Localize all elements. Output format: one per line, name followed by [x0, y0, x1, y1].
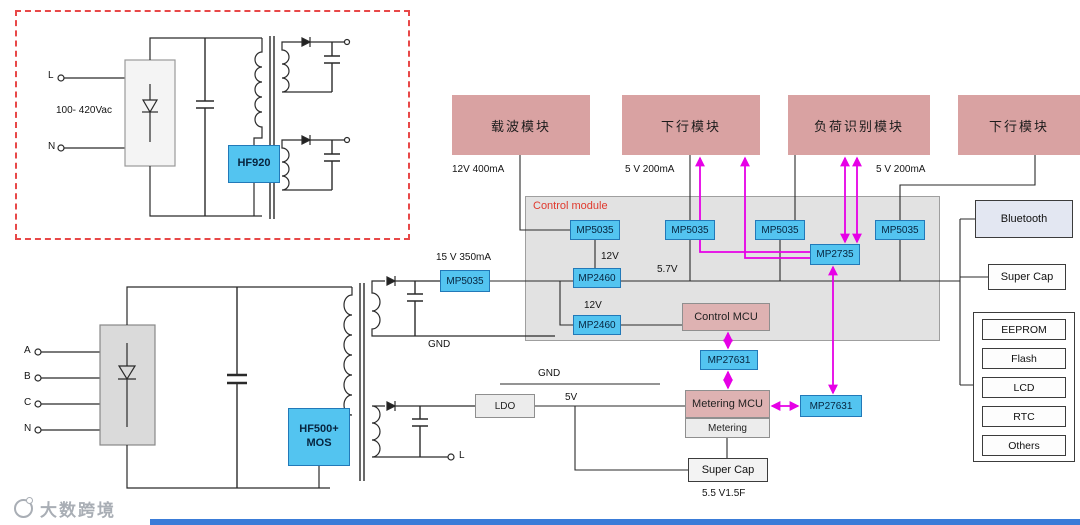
gnd-top-label: GND	[428, 339, 451, 350]
output-l-label: L	[459, 450, 465, 461]
rectifier-bridge-2	[99, 324, 156, 446]
ldo-block: LDO	[475, 394, 535, 418]
hf500-mos-chip: HF500+ MOS	[288, 408, 350, 466]
capacitor-icon	[407, 281, 423, 336]
downlink2-power-label: 5 V 200mA	[876, 164, 926, 175]
mp2460-chip-1: MP2460	[573, 268, 621, 288]
supercap-right: Super Cap	[988, 264, 1066, 290]
v12-lower-label: 12V	[584, 300, 602, 311]
supercap-rating-label: 5.5 V1.5F	[702, 488, 746, 499]
mp2460-chip-2: MP2460	[573, 315, 621, 335]
hf500-line1: HF500+	[299, 423, 339, 436]
mp5035-chip-2: MP5035	[665, 220, 715, 240]
mp2735-chip: MP2735	[810, 244, 860, 265]
downlink1-power-label: 5 V 200mA	[625, 164, 675, 175]
watermark-logo-icon	[14, 497, 33, 518]
watermark: 大数跨境	[14, 496, 116, 521]
peripheral-others: Others	[982, 435, 1066, 456]
phase-a-label: A	[24, 345, 31, 356]
v5-7-label: 5.7V	[657, 264, 678, 275]
mp5035-chip-1: MP5035	[570, 220, 620, 240]
transformer-2	[343, 280, 555, 481]
capacitor-icon	[227, 287, 247, 488]
terminal-n-label: N	[48, 141, 56, 152]
module-downlink-2: 下行模块	[958, 95, 1080, 155]
mp27631-chip-1: MP27631	[700, 350, 758, 370]
diode-icon	[386, 276, 397, 286]
control-mcu: Control MCU	[682, 303, 770, 331]
control-module-title: Control module	[533, 200, 608, 212]
diode-icon	[386, 401, 397, 411]
v5-label: 5V	[565, 392, 578, 403]
module-downlink-1: 下行模块	[622, 95, 760, 155]
gnd-bottom-label: GND	[538, 368, 561, 379]
hf500-line2: MOS	[306, 437, 332, 449]
phase-b-label: B	[24, 371, 31, 382]
diode-icon	[117, 343, 137, 427]
hf920-chip: HF920	[228, 145, 280, 183]
phase-n-label: N	[24, 423, 32, 434]
metering-mcu: Metering MCU	[685, 390, 770, 418]
watermark-text: 大数跨境	[40, 501, 116, 520]
phase-c-label: C	[24, 397, 32, 408]
mp5035-aux-chip: MP5035	[440, 270, 490, 292]
mp5035-chip-3: MP5035	[755, 220, 805, 240]
v12-upper-label: 12V	[601, 251, 619, 262]
mp5035-chip-4: MP5035	[875, 220, 925, 240]
bluetooth-block: Bluetooth	[975, 200, 1073, 238]
mp27631-chip-2: MP27631	[800, 395, 862, 417]
input-voltage-range: 100- 420Vac	[56, 105, 112, 116]
carrier-power-label: 12V 400mA	[452, 164, 505, 175]
aux-power-label: 15 V 350mA	[436, 252, 492, 263]
peripheral-lcd: LCD	[982, 377, 1066, 398]
acdc-schematic-frame	[15, 10, 410, 240]
metering-sub-block: Metering	[685, 418, 770, 438]
module-carrier: 载波模块	[452, 95, 590, 155]
capacitor-icon	[412, 406, 428, 457]
peripheral-rtc: RTC	[982, 406, 1066, 427]
module-load-identification: 负荷识别模块	[788, 95, 930, 155]
peripheral-eeprom: EEPROM	[982, 319, 1066, 340]
bottom-accent-bar	[150, 519, 1080, 525]
supercap-bottom: Super Cap	[688, 458, 768, 482]
terminal-l-label: L	[48, 70, 54, 81]
peripheral-flash: Flash	[982, 348, 1066, 369]
